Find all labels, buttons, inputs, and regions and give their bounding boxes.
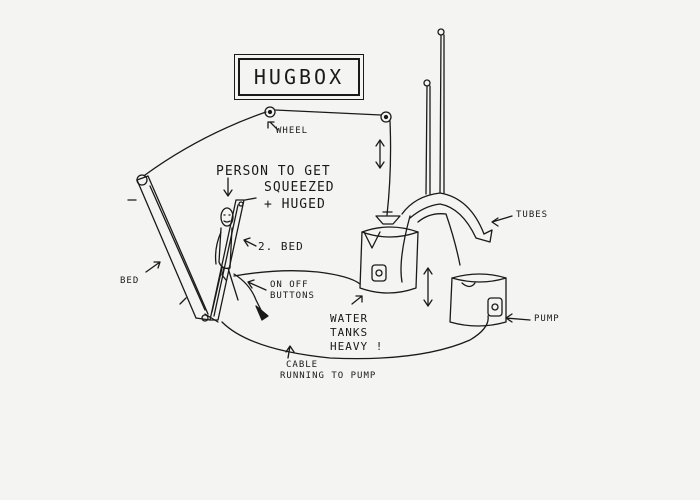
label-tubes: TUBES xyxy=(516,210,549,220)
motion-arrow-lower xyxy=(423,267,433,307)
label-person-line3: + HUGED xyxy=(264,196,326,212)
bed xyxy=(127,174,211,322)
label-water-line2: TANKS xyxy=(330,325,369,339)
arrow-onoff xyxy=(247,279,267,291)
arrow-person xyxy=(223,177,233,197)
tubes xyxy=(400,192,493,283)
label-person-line2: SQUEEZED xyxy=(264,180,335,196)
label-water-line1: WATER xyxy=(330,312,369,325)
label-person: PERSON TO GET SQUEEZED + HUGED xyxy=(216,164,335,213)
label-water-line3: HEAVY ! xyxy=(330,339,384,353)
arrow-water xyxy=(351,295,363,305)
hugbox-title: HUGBOX xyxy=(234,54,364,100)
label-on-off-line2: BUTTONS xyxy=(270,291,315,302)
motion-arrow-upper xyxy=(375,139,385,169)
label-wheel: WHEEL xyxy=(276,126,309,136)
rope-pulley-to-tank xyxy=(386,120,392,216)
cable-to-pump xyxy=(221,270,489,360)
arrow-pump xyxy=(505,313,531,323)
arrow-cable xyxy=(285,345,295,359)
label-bed: BED xyxy=(120,276,140,286)
antenna-poles xyxy=(423,28,445,195)
rope-wheel-to-pulley xyxy=(274,109,382,116)
label-water: WATER TANKS HEAVY ! xyxy=(330,312,383,353)
label-on-off-line1: ON OFF xyxy=(270,280,309,290)
arrow-bed xyxy=(145,261,161,273)
label-on-off: ON OFF BUTTONS xyxy=(270,280,315,303)
label-second-bed: 2. BED xyxy=(258,240,304,253)
label-person-line1: PERSON TO GET xyxy=(216,164,331,179)
arrow-wheel xyxy=(267,121,279,131)
on-off-buttons xyxy=(233,273,269,321)
label-cable-line2: RUNNING TO PUMP xyxy=(280,371,377,382)
arrow-tubes xyxy=(491,215,513,227)
rope-wheel-to-bed xyxy=(144,111,267,176)
label-pump: PUMP xyxy=(534,314,560,324)
water-tank xyxy=(359,211,419,294)
label-cable-line1: CABLE xyxy=(286,360,319,370)
label-cable: CABLE RUNNING TO PUMP xyxy=(280,360,376,383)
pump-bucket xyxy=(449,273,507,327)
arrow-2bed xyxy=(243,237,257,247)
bed-stand xyxy=(204,267,239,323)
person-figure xyxy=(214,207,234,270)
right-pulley xyxy=(380,111,392,123)
